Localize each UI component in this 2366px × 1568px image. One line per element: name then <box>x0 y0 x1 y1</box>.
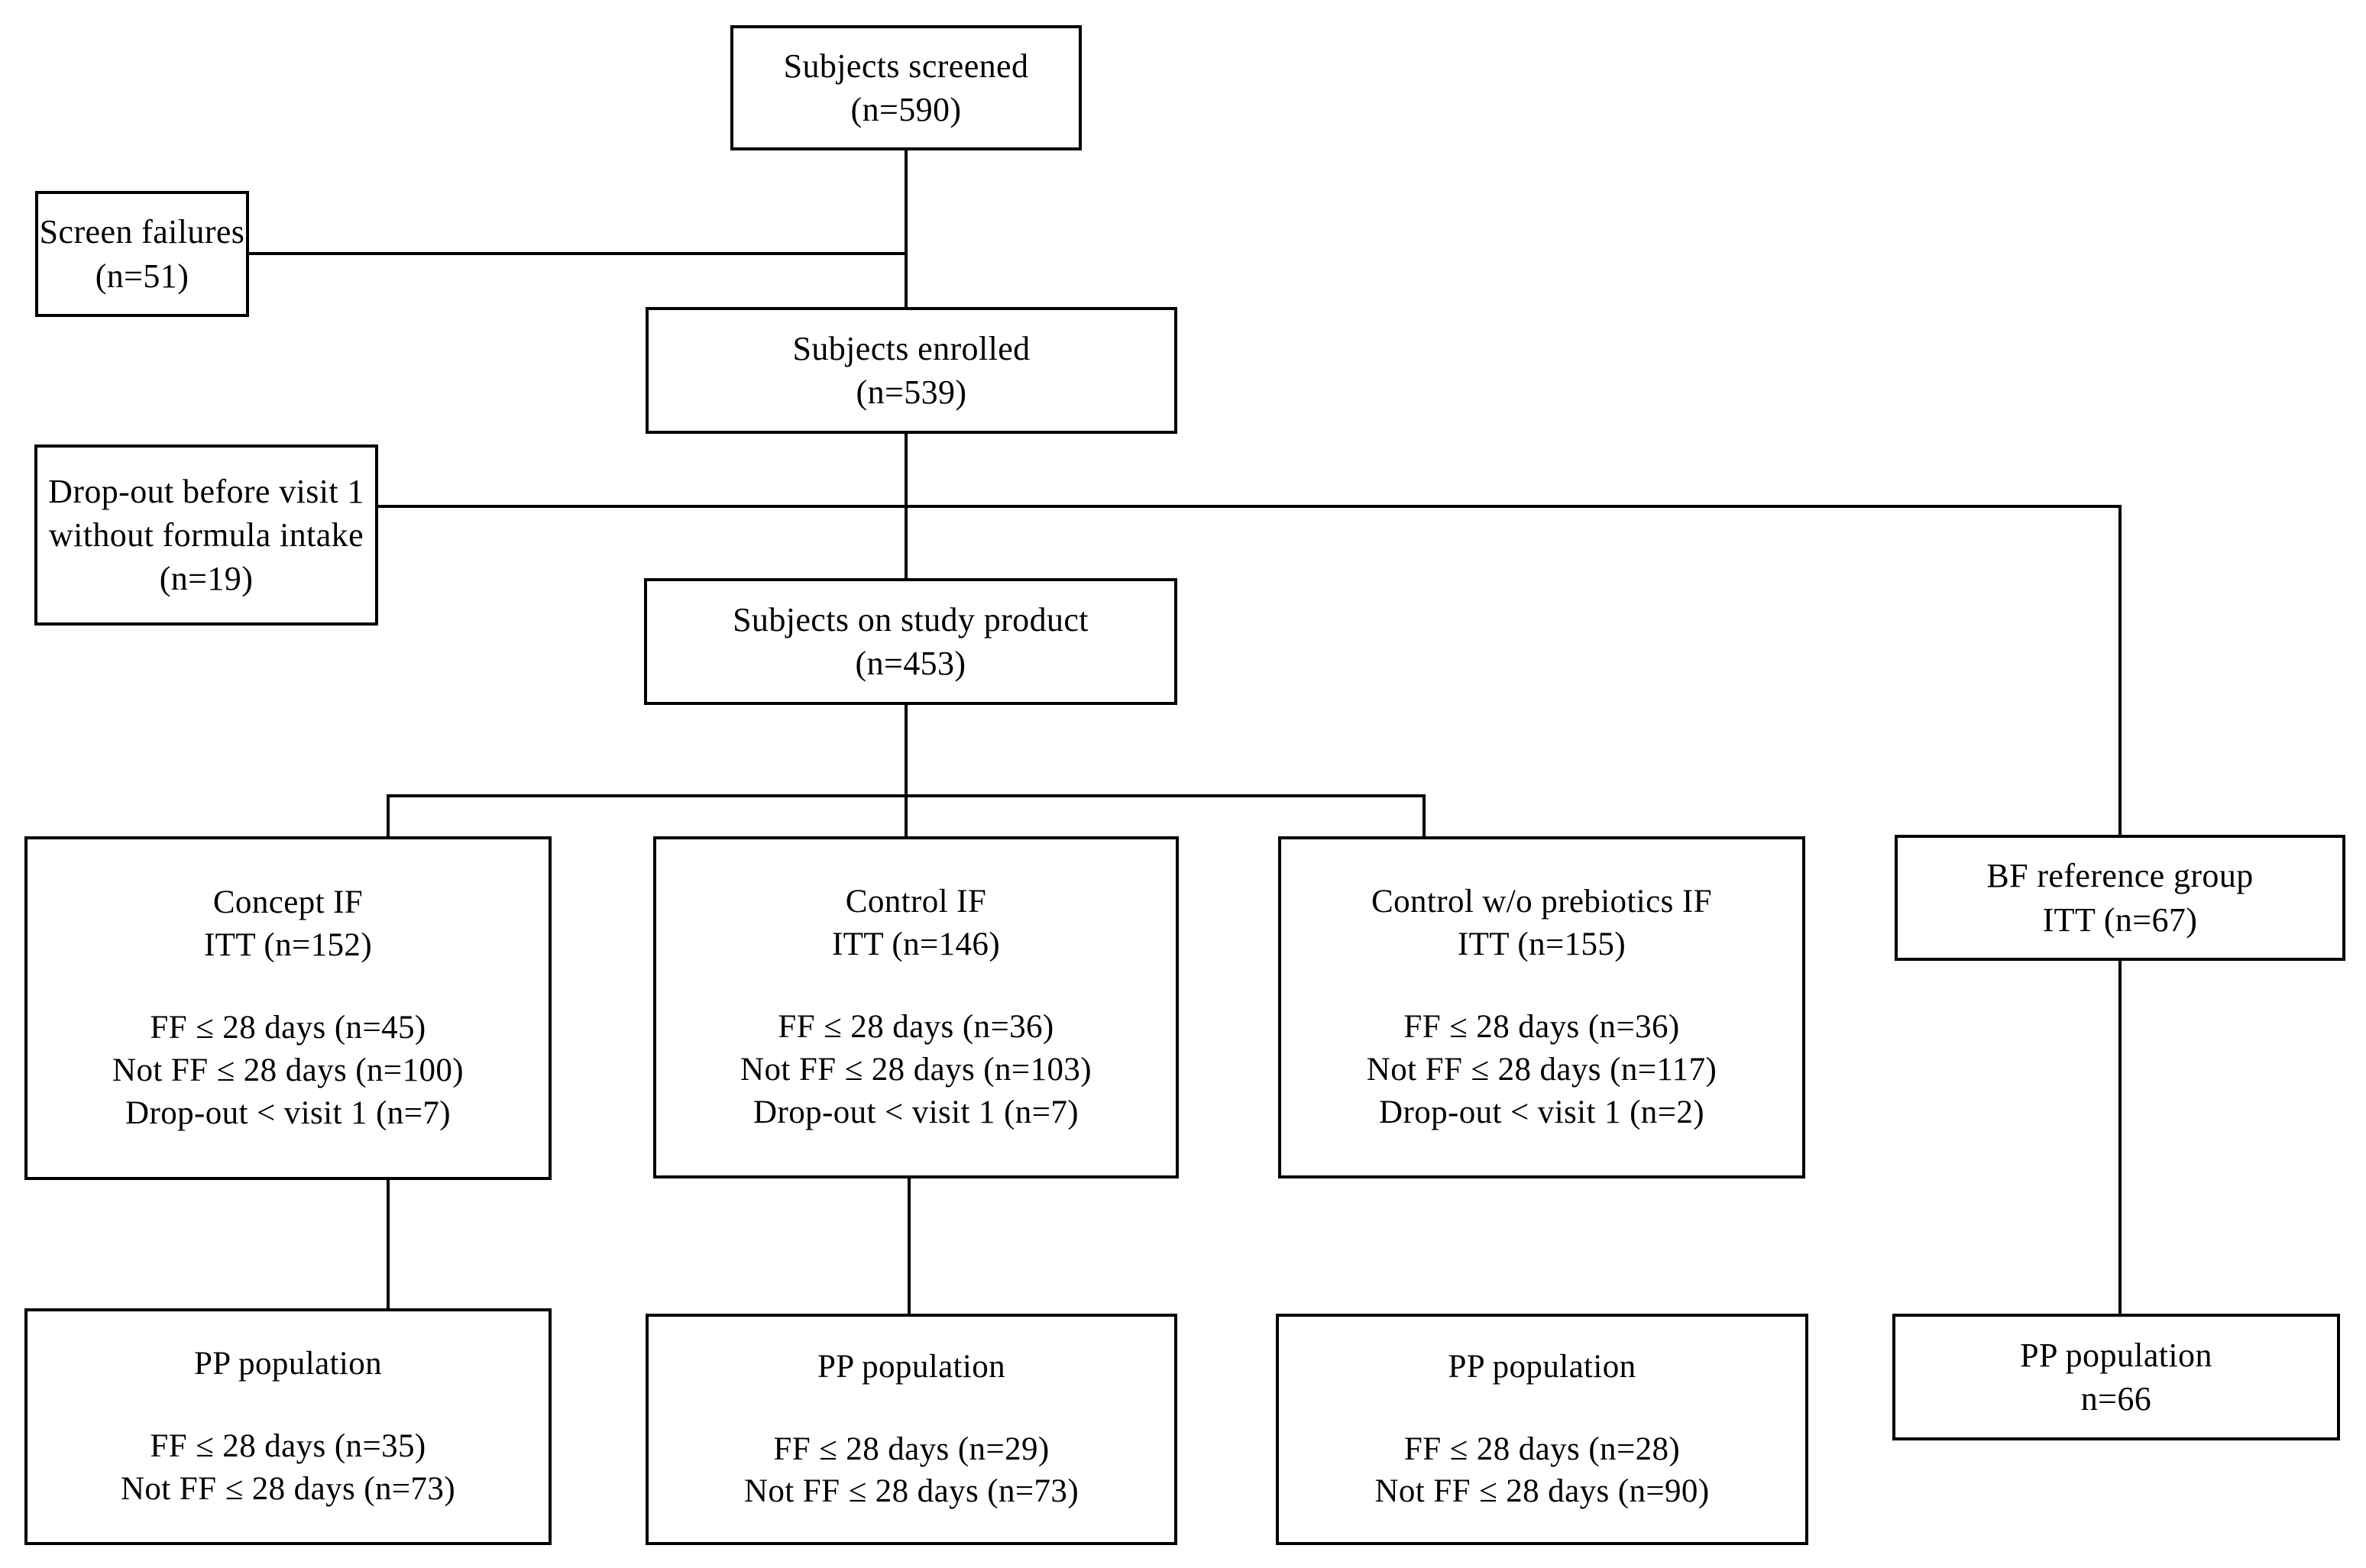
edge-dropout-to-trunk-and-bf <box>377 505 2122 508</box>
bf-reference-title: BF reference group <box>1986 857 2254 895</box>
pp-control-ff: FF ≤ 28 days (n=29) <box>773 1431 1050 1467</box>
pp-concept-title: PP population <box>193 1346 383 1382</box>
subjects-screened-line-1: Subjects screened <box>783 47 1029 85</box>
control-if-dropout: Drop-out < visit 1 (n=7) <box>753 1094 1079 1130</box>
drop-out-line-1: Drop-out before visit 1 <box>48 472 364 510</box>
pp-population-control-box[interactable]: PP population FF ≤ 28 days (n=29) Not FF… <box>646 1314 1177 1545</box>
edge-on-study-product-to-split <box>905 703 908 796</box>
pp-population-bf-box[interactable]: PP population n=66 <box>1892 1314 2340 1440</box>
drop-out-line-2: without formula intake <box>48 516 364 554</box>
subjects-enrolled-box[interactable]: Subjects enrolled (n=539) <box>646 307 1177 434</box>
screen-failures-line-2: (n=51) <box>95 257 189 295</box>
subjects-enrolled-line-1: Subjects enrolled <box>792 329 1031 367</box>
on-study-product-line-1: Subjects on study product <box>733 600 1089 639</box>
control-wo-prebiotics-if-box[interactable]: Control w/o prebiotics IF ITT (n=155) FF… <box>1278 836 1805 1178</box>
pp-control-not-ff: Not FF ≤ 28 days (n=73) <box>743 1473 1079 1510</box>
drop-out-before-visit-1-box[interactable]: Drop-out before visit 1 without formula … <box>34 445 378 626</box>
subjects-screened-box[interactable]: Subjects screened (n=590) <box>730 25 1082 150</box>
concept-if-box[interactable]: Concept IF ITT (n=152) FF ≤ 28 days (n=4… <box>24 836 552 1180</box>
concept-if-dropout: Drop-out < visit 1 (n=7) <box>125 1094 451 1131</box>
bf-reference-itt: ITT (n=67) <box>2042 900 2198 939</box>
pp-control-wo-not-ff: Not FF ≤ 28 days (n=90) <box>1374 1473 1710 1510</box>
edge-split-to-concept-if <box>387 794 390 837</box>
subjects-on-study-product-box[interactable]: Subjects on study product (n=453) <box>644 578 1177 705</box>
pp-control-wo-title: PP population <box>1448 1348 1636 1385</box>
screen-failures-line-1: Screen failures <box>39 213 245 251</box>
edge-split-to-control-if <box>905 794 908 837</box>
drop-out-line-3: (n=19) <box>159 560 254 598</box>
control-wo-prebiotics-ff: FF ≤ 28 days (n=36) <box>1403 1009 1680 1046</box>
edge-concept-if-to-pp <box>387 1178 390 1310</box>
control-wo-prebiotics-not-ff: Not FF ≤ 28 days (n=117) <box>1366 1051 1717 1088</box>
edge-screen-failures-to-trunk <box>248 252 906 255</box>
concept-if-itt: ITT (n=152) <box>203 927 373 964</box>
control-if-ff: FF ≤ 28 days (n=36) <box>778 1009 1054 1046</box>
control-if-itt: ITT (n=146) <box>831 926 1001 963</box>
control-if-not-ff: Not FF ≤ 28 days (n=103) <box>740 1051 1092 1088</box>
pp-bf-title: PP population <box>2020 1336 2212 1374</box>
edge-bf-branch-vertical <box>2118 505 2122 836</box>
concept-if-title: Concept IF <box>212 884 364 921</box>
pp-concept-not-ff: Not FF ≤ 28 days (n=73) <box>120 1470 456 1507</box>
concept-if-not-ff: Not FF ≤ 28 days (n=100) <box>112 1052 464 1088</box>
pp-concept-ff: FF ≤ 28 days (n=35) <box>150 1428 426 1465</box>
pp-population-control-wo-box[interactable]: PP population FF ≤ 28 days (n=28) Not FF… <box>1276 1314 1808 1545</box>
concept-if-ff: FF ≤ 28 days (n=45) <box>150 1010 426 1046</box>
subjects-enrolled-line-2: (n=539) <box>856 373 967 411</box>
edge-bf-to-pp <box>2118 961 2122 1315</box>
control-if-title: Control IF <box>845 884 987 920</box>
screen-failures-box[interactable]: Screen failures (n=51) <box>35 191 249 317</box>
pp-control-wo-ff: FF ≤ 28 days (n=28) <box>1403 1431 1681 1467</box>
control-wo-prebiotics-title: Control w/o prebiotics IF <box>1371 884 1712 920</box>
on-study-product-line-2: (n=453) <box>855 645 966 682</box>
edge-control-if-to-pp <box>908 1178 911 1314</box>
pp-bf-count: n=66 <box>2080 1380 2152 1418</box>
bf-reference-group-box[interactable]: BF reference group ITT (n=67) <box>1895 835 2345 961</box>
control-wo-prebiotics-itt: ITT (n=155) <box>1457 926 1626 963</box>
pp-control-title: PP population <box>817 1348 1006 1385</box>
control-wo-prebiotics-dropout: Drop-out < visit 1 (n=2) <box>1379 1094 1704 1130</box>
edge-split-to-control-wo-prebiotics-if <box>1423 794 1426 837</box>
pp-population-concept-box[interactable]: PP population FF ≤ 28 days (n=35) Not FF… <box>24 1308 552 1545</box>
edge-screened-to-enrolled <box>905 150 908 307</box>
control-if-box[interactable]: Control IF ITT (n=146) FF ≤ 28 days (n=3… <box>653 836 1179 1178</box>
subjects-screened-line-2: (n=590) <box>850 91 962 128</box>
